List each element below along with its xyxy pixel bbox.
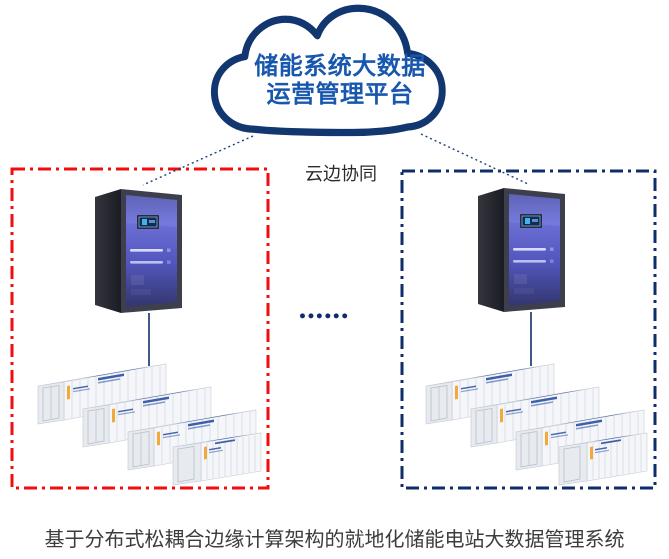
storage-container-cluster-right [425, 363, 648, 486]
diagram-caption: 基于分布式松耦合边缘计算架构的就地化储能电站大数据管理系统 [44, 529, 625, 551]
storage-container-cluster-left [37, 363, 262, 486]
edge-server-icon-right [477, 187, 566, 313]
cloud-icon [210, 4, 446, 137]
cloud-platform-title-line1: 储能系统大数据 [254, 53, 426, 80]
edge-server-icon-left [94, 188, 183, 314]
cloud-platform-title-line2: 运营管理平台 [266, 81, 414, 109]
cloud-platform-title: 储能系统大数据 运营管理平台 [225, 53, 455, 110]
cloud-link-line-right [420, 133, 529, 185]
cloud-edge-link-label: 云边协同 [305, 164, 377, 184]
edge-station-1-boundary [10, 167, 270, 490]
edge-station-n-boundary [400, 169, 657, 490]
more-stations-ellipsis: ●●●●●● [299, 310, 350, 322]
cloud-link-line-left [142, 135, 254, 186]
